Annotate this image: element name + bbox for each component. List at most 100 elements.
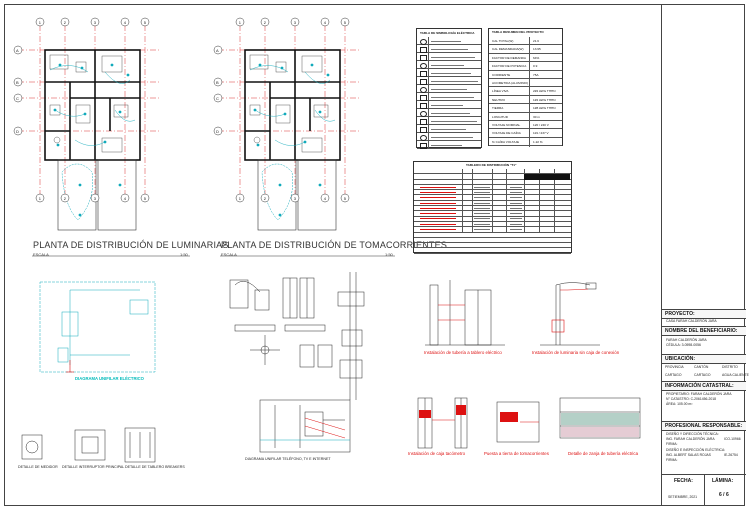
summary-label: FACTOR DE POTENCIA xyxy=(492,64,527,69)
grid-number: 4 xyxy=(323,195,326,201)
summary-label: CORRIENTE xyxy=(492,72,511,77)
tb-proyecto: CASA FARAH CALDERÓN JARA xyxy=(666,319,717,323)
caption-interruptor: DETALLE INTERRUPTOR PRINCIPAL xyxy=(62,465,125,469)
legend-row xyxy=(417,61,481,69)
summary-value: 119 / 237 V xyxy=(533,131,549,136)
tb-ubicacion-header: UBICACIÓN: xyxy=(662,354,746,364)
grid-number: 2 xyxy=(263,195,266,201)
grid-letter: A xyxy=(216,47,219,53)
grid-number: 4 xyxy=(323,19,326,25)
escala-label-2: ESCALA xyxy=(221,252,237,257)
legend-symbol-icon xyxy=(420,71,427,77)
grid-number: 4 xyxy=(123,195,126,201)
distribution-table-title: TABLERO DE DISTRIBUCIÓN "T1" xyxy=(466,163,517,167)
summary-row: VOLTAJE NOMINAL 120 / 240 V xyxy=(489,121,562,130)
summary-label: ACOMETIDA (ALUMINIO) xyxy=(492,81,529,85)
summary-value: 2#2 AWG THHN xyxy=(533,89,556,94)
legend-row xyxy=(417,45,481,53)
grid-number: 2 xyxy=(63,195,66,201)
grid-number: 2 xyxy=(63,19,66,25)
summary-value: 120 / 240 V xyxy=(533,123,549,127)
caption-unifilar-electrico: DIAGRAMA UNIFILAR ELÉCTRICO xyxy=(75,376,144,381)
legend-symbol-icon xyxy=(420,87,427,93)
tb-cedula: CÉDULA: 3-0598-0056 xyxy=(666,343,701,347)
grid-letter: A xyxy=(16,47,19,53)
legend-row xyxy=(417,101,481,109)
tb-provincia-label: PROVINCIA xyxy=(665,365,684,369)
summary-row: VOLTAJE DE CAÍDA 119 / 237 V xyxy=(489,129,562,138)
title-block: PROYECTO: CASA FARAH CALDERÓN JARA NOMBR… xyxy=(661,4,749,506)
tb-canton: CARTAGO xyxy=(694,373,711,377)
sheet-border xyxy=(4,4,745,506)
tb-catastral-header: INFORMACIÓN CATASTRAL: xyxy=(662,381,746,391)
legend-symbol-icon xyxy=(420,79,427,85)
legend-symbol-icon xyxy=(420,119,427,125)
tb-fecha-header: FECHA: xyxy=(674,478,693,484)
grid-number: 1 xyxy=(238,195,241,201)
grid-number: 5 xyxy=(343,195,346,201)
legend-row xyxy=(417,37,481,45)
summary-value: 1#2 AWG THHN xyxy=(533,97,556,102)
summary-label: FACTOR DE DEMANDA xyxy=(492,55,526,60)
grid-number: 1 xyxy=(238,19,241,25)
tb-ing2-code: IE-26754 xyxy=(724,453,738,457)
summary-value: 1.22 % xyxy=(533,139,543,144)
summary-value: 13.95 xyxy=(533,47,541,52)
floorplan-tomacorrientes xyxy=(213,17,361,231)
tb-ing2: ING. ALBERT SALAS ROJAS xyxy=(666,453,711,457)
plan-title-luminarias: PLANTA DE DISTRIBUCIÓN DE LUMINARIAS xyxy=(33,240,229,250)
floorplan-luminarias xyxy=(13,17,161,231)
legend-table: TABLA DE SIMBOLOGÍA ELÉCTRICA xyxy=(416,28,482,149)
tb-ing1: ING. FARAH CALDERÓN JARA xyxy=(666,437,715,441)
grid-letter: B xyxy=(216,79,219,85)
tb-fecha: SETIEMBRE, 2021 xyxy=(668,495,698,499)
tb-beneficiario: FARAH CALDERÓN JARA xyxy=(666,338,707,342)
legend-row xyxy=(417,69,481,77)
grid-letter: D xyxy=(216,128,219,134)
grid-number: 1 xyxy=(38,195,41,201)
tb-provincia: CARTAGO xyxy=(665,373,682,377)
tb-distrito: AGUA CALIENTE xyxy=(722,373,749,377)
tb-proyecto-header: PROYECTO: xyxy=(662,309,746,319)
grid-number: 3 xyxy=(293,195,296,201)
legend-row xyxy=(417,133,481,141)
legend-symbol-icon xyxy=(420,39,427,45)
grid-letter: C xyxy=(16,95,19,101)
grid-letter: D xyxy=(16,128,19,134)
caption-luminaria-poste: Instalación de luminaria sin caja de con… xyxy=(532,350,620,355)
grid-number: 1 xyxy=(38,19,41,25)
legend-symbol-icon xyxy=(420,63,427,69)
summary-row: NEUTRO 1#2 AWG THHN xyxy=(489,96,562,105)
tb-firma1: FIRMA: xyxy=(666,442,678,446)
summary-label: NEUTRO xyxy=(492,97,506,102)
tb-ing1-code: ICO-10966 xyxy=(724,437,741,441)
tb-catastro: N° CATASTRO: C-2061456-2018 xyxy=(666,397,717,401)
tb-firma2: FIRMA: xyxy=(666,458,678,462)
summary-label: VOLTAJE NOMINAL xyxy=(492,123,521,127)
summary-row: FACTOR DE DEMANDA 64% xyxy=(489,54,562,63)
summary-value: 64% xyxy=(533,55,540,60)
summary-row: CAL TOTAL(W)21.6 xyxy=(489,37,562,46)
distribution-table: TABLERO DE DISTRIBUCIÓN "T1" xyxy=(413,161,572,254)
tb-profesional-header: PROFESIONAL RESPONSABLE: xyxy=(662,421,746,431)
tb-propietario: PROPIETARIO: FARAH CALDERÓN JARA xyxy=(666,392,732,396)
summary-label: LONGITUD xyxy=(492,114,508,119)
summary-label: LÍNEA VIVA xyxy=(492,89,509,94)
legend-row xyxy=(417,109,481,117)
grid-number: 5 xyxy=(343,19,346,25)
summary-label: VOLTAJE DE CAÍDA xyxy=(492,131,521,136)
legend-row xyxy=(417,141,481,149)
grid-letter: B xyxy=(16,79,19,85)
legend-symbol-icon xyxy=(420,111,427,117)
distribution-row xyxy=(414,233,571,238)
grid-number: 5 xyxy=(143,19,146,25)
escala-label-1: ESCALA xyxy=(33,252,49,257)
tb-distrito-label: DISTRITO xyxy=(722,365,738,369)
caption-medidor: DETALLE DE MEDIDOR xyxy=(18,465,58,469)
summary-label: TIERRA xyxy=(492,106,504,111)
legend-row xyxy=(417,93,481,101)
tb-area: ÁREA: 105.00 m² xyxy=(666,402,693,406)
